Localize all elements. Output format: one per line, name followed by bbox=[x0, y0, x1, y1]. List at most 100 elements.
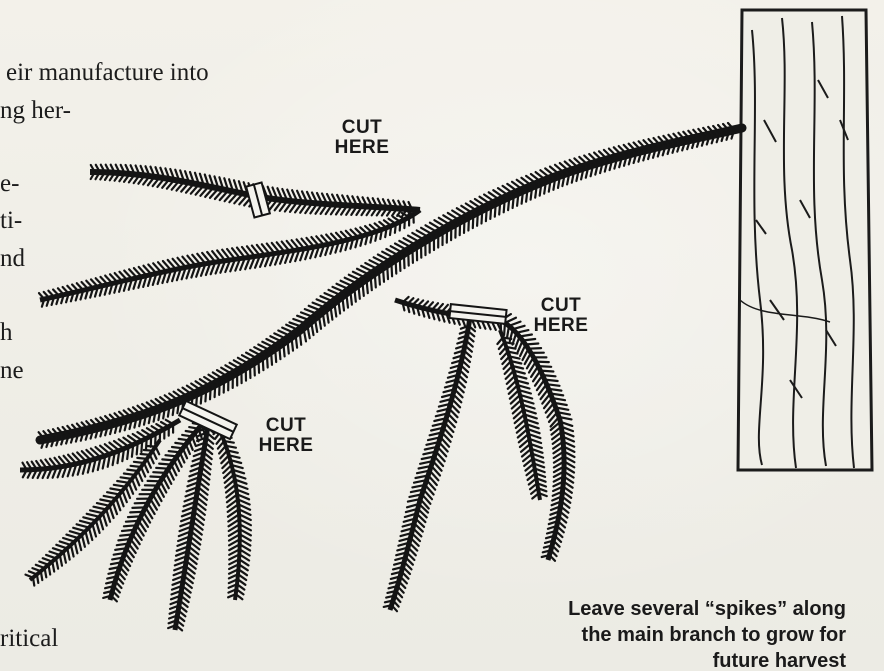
needle bbox=[116, 498, 120, 510]
needle bbox=[89, 528, 92, 540]
needle bbox=[118, 539, 130, 540]
needle bbox=[486, 207, 487, 221]
needle bbox=[132, 445, 133, 457]
needle bbox=[99, 517, 103, 530]
needle bbox=[473, 214, 474, 228]
needle bbox=[508, 196, 509, 210]
needle bbox=[129, 483, 133, 494]
needle bbox=[275, 348, 276, 362]
needle bbox=[123, 491, 127, 503]
needle bbox=[153, 451, 157, 459]
needle bbox=[124, 525, 137, 526]
needle bbox=[127, 470, 138, 471]
needle bbox=[94, 507, 107, 510]
caption-line2: the main branch to grow for bbox=[446, 622, 846, 648]
needle bbox=[279, 345, 280, 359]
needle bbox=[383, 267, 384, 282]
needle bbox=[186, 431, 195, 433]
needle bbox=[39, 562, 48, 565]
needle bbox=[517, 192, 518, 206]
needle bbox=[87, 514, 100, 517]
needle bbox=[141, 441, 142, 453]
needle bbox=[117, 481, 129, 483]
needle bbox=[77, 524, 89, 527]
needle bbox=[126, 521, 139, 522]
needle bbox=[144, 463, 148, 472]
needle bbox=[505, 342, 514, 344]
needle bbox=[97, 503, 110, 506]
needle bbox=[503, 338, 511, 339]
needle bbox=[121, 477, 132, 479]
needle bbox=[56, 558, 58, 568]
needle bbox=[362, 281, 364, 296]
needle bbox=[29, 571, 37, 574]
needle bbox=[36, 565, 45, 568]
caption-line3: future harvest bbox=[446, 648, 846, 671]
cut-mark-upper bbox=[246, 182, 270, 217]
needle bbox=[177, 456, 182, 466]
needle bbox=[41, 571, 43, 580]
needle bbox=[166, 455, 177, 456]
needle bbox=[131, 466, 141, 467]
needle bbox=[124, 474, 135, 476]
cut-here-label: CUT HERE bbox=[521, 296, 601, 336]
needle bbox=[526, 344, 539, 345]
caption-line1: Leave several “spikes” along bbox=[446, 596, 846, 622]
needle bbox=[150, 455, 154, 464]
needle bbox=[64, 552, 66, 563]
cut-label-line1: CUT bbox=[322, 118, 402, 138]
needle bbox=[63, 538, 75, 542]
needle bbox=[110, 506, 114, 518]
needle bbox=[32, 568, 40, 571]
needle bbox=[107, 492, 119, 494]
needle bbox=[385, 228, 386, 237]
needle bbox=[132, 479, 136, 490]
needle bbox=[153, 472, 165, 473]
needle bbox=[159, 464, 171, 465]
cut-label-line1: CUT bbox=[521, 296, 601, 316]
needle bbox=[147, 446, 155, 447]
needle bbox=[73, 528, 85, 531]
needle bbox=[375, 273, 376, 288]
needle bbox=[53, 548, 64, 552]
needle bbox=[75, 542, 78, 554]
needle bbox=[538, 366, 551, 367]
needle bbox=[96, 521, 100, 533]
needle bbox=[396, 259, 397, 274]
needle bbox=[482, 209, 483, 223]
needle bbox=[56, 545, 67, 549]
needle bbox=[464, 218, 465, 233]
needle bbox=[128, 516, 141, 517]
needle bbox=[106, 510, 110, 522]
needle bbox=[400, 256, 401, 271]
needle bbox=[175, 443, 186, 444]
needle bbox=[267, 354, 268, 368]
needle bbox=[477, 211, 478, 225]
tree-trunk bbox=[738, 10, 872, 470]
needle bbox=[26, 575, 34, 578]
needle bbox=[82, 535, 85, 547]
needle bbox=[468, 216, 469, 231]
needle bbox=[523, 339, 536, 341]
needle bbox=[138, 471, 142, 481]
needle bbox=[80, 521, 92, 524]
needle bbox=[412, 248, 413, 263]
needle bbox=[110, 489, 122, 491]
needle bbox=[179, 439, 189, 440]
needle bbox=[120, 534, 132, 535]
needle bbox=[287, 339, 288, 353]
needle bbox=[156, 424, 164, 429]
needle bbox=[528, 348, 541, 349]
needle bbox=[271, 351, 272, 365]
needle bbox=[390, 226, 391, 235]
needle bbox=[33, 578, 34, 586]
needle bbox=[156, 447, 160, 455]
needle bbox=[169, 451, 180, 452]
needle bbox=[263, 356, 264, 370]
needle bbox=[371, 275, 372, 290]
needle bbox=[404, 253, 405, 268]
needle bbox=[85, 531, 88, 543]
cut-here-label: CUT HERE bbox=[322, 118, 402, 158]
needle bbox=[201, 391, 202, 404]
